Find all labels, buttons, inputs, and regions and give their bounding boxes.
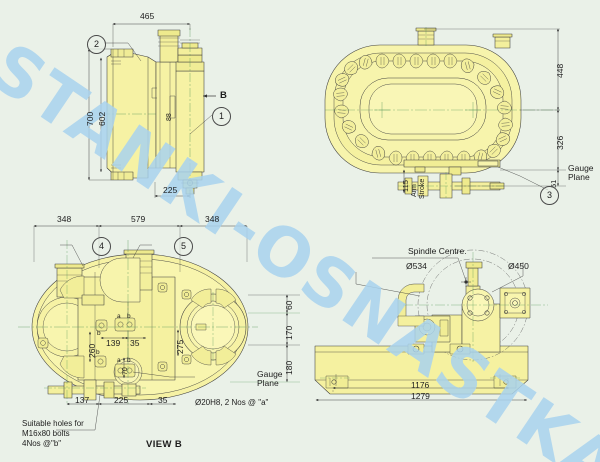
dim-700: 700 [85, 111, 95, 126]
bolt-note-line2: M16x80 bolts [22, 429, 70, 438]
dim-60: 60 [284, 300, 294, 310]
dim-448: 448 [555, 63, 565, 78]
gauge-plane-label-top-line2: Plane [568, 172, 590, 182]
bolt-note-line3: 4Nos @"b" [22, 439, 62, 448]
side-elevation-dimensions [315, 257, 527, 402]
dim-88: 88 [166, 113, 173, 121]
dim-465: 465 [140, 11, 155, 21]
dim-579: 579 [131, 214, 146, 224]
dim-180: 180 [284, 360, 294, 375]
spindle-centre-note: Spindle Centre. [408, 246, 467, 256]
dim-602: 602 [97, 111, 107, 126]
dim-115: 115 [401, 180, 410, 192]
balloon-3[interactable]: 3 [540, 186, 559, 205]
dim-139: 139 [106, 338, 121, 348]
front-view-dimensions [87, 22, 216, 198]
hole-tag-a-2: a [117, 357, 121, 364]
dim-1279: 1279 [411, 391, 430, 401]
view-b-dimensions [33, 224, 300, 431]
dim-225-bottom: 225 [114, 395, 129, 405]
hole-tag-b-3: b [127, 357, 131, 364]
dim-1176: 1176 [411, 380, 430, 390]
gauge-plane-label-b-line2: Plane [257, 378, 279, 388]
dim-225: 225 [163, 185, 178, 195]
gauge-plane-label-b-line1: Gauge [257, 369, 283, 379]
dim-70: 70 [122, 367, 129, 375]
dia-534-note: Ø534 [406, 261, 427, 271]
balloon-1[interactable]: 1 [212, 107, 231, 126]
bolt-note-line1: Suitable holes for [22, 419, 84, 428]
front-elevation-geometry [100, 28, 205, 198]
note-arm: Arm [411, 184, 418, 197]
note-stroke: Stroke [419, 178, 426, 199]
view-b-geometry [18, 240, 258, 404]
dia-450-note: Ø450 [508, 261, 529, 271]
balloon-2[interactable]: 2 [87, 35, 106, 54]
dim-137: 137 [75, 395, 90, 405]
gauge-plane-label-top-line1: Gauge [568, 163, 594, 173]
dim-348-right: 348 [205, 214, 220, 224]
hole-tag-a-1: a [117, 313, 121, 320]
balloon-5[interactable]: 5 [174, 237, 193, 256]
dowel-hole-note: Ø20H8, 2 Nos @ "a" [195, 398, 269, 407]
balloon-4[interactable]: 4 [92, 237, 111, 256]
magazine-plan-geometry [324, 27, 560, 200]
dim-348-left: 348 [57, 214, 72, 224]
side-elevation-geometry [314, 249, 548, 395]
dim-35-mid: 35 [130, 338, 140, 348]
dim-326: 326 [555, 135, 565, 150]
hole-tag-b-2: b [97, 330, 101, 337]
hole-tag-b-1: b [127, 313, 131, 320]
dim-170: 170 [284, 325, 294, 340]
dim-275: 275 [175, 339, 185, 354]
view-b-title: VIEW B [146, 439, 183, 450]
hole-tag-b-4: b [96, 349, 100, 356]
dim-35-bottom: 35 [158, 395, 168, 405]
section-arrow-b-label: B [220, 90, 228, 101]
